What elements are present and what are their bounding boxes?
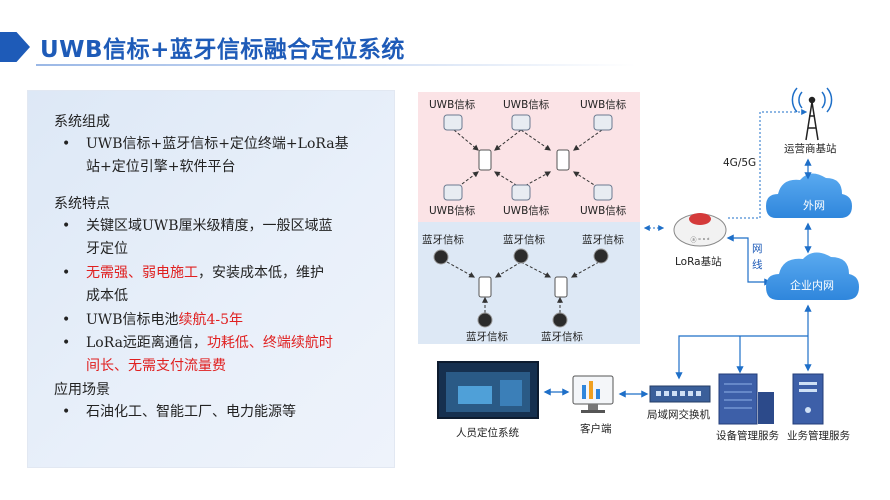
list-item-lora: • LoRa远距离通信，功耗低、终端续航时 间长、无需支付流量费 bbox=[62, 332, 333, 378]
bullet-icon: • bbox=[62, 218, 71, 234]
uwb-beacon-label: UWB信标 bbox=[429, 99, 476, 111]
title-bar: UWB信标+蓝牙信标融合定位系统 bbox=[0, 28, 890, 66]
section-system-features: 系统特点 bbox=[54, 196, 110, 212]
terminal-icons bbox=[478, 149, 570, 298]
list-item-text: UWB信标电池 bbox=[86, 312, 179, 328]
bullet-icon: • bbox=[62, 404, 71, 420]
bullet-icon: • bbox=[62, 312, 71, 328]
enterprise-network-cloud-icon bbox=[766, 252, 859, 300]
bullet-icon: • bbox=[62, 136, 71, 152]
uwb-beacon-label: UWB信标 bbox=[429, 205, 476, 217]
list-item-composition: • UWB信标+蓝牙信标+定位终端+LoRa基 站+定位引擎+软件平台 bbox=[62, 133, 349, 179]
uwb-beacon-label: UWB信标 bbox=[580, 99, 627, 111]
bullet-icon: • bbox=[62, 265, 71, 281]
uwb-zone bbox=[418, 92, 640, 222]
lan-switch-icon bbox=[649, 385, 711, 403]
uwb-beacon-icons bbox=[443, 114, 613, 201]
bullet-icon: • bbox=[62, 335, 71, 351]
device-management-label: 设备管理服务 bbox=[716, 429, 779, 442]
external-network-label: 外网 bbox=[803, 199, 825, 212]
list-item-battery: • UWB信标电池续航4-5年 bbox=[62, 309, 244, 332]
section-system-composition: 系统组成 bbox=[54, 114, 110, 130]
list-item-scenarios: • 石油化工、智能工厂、电力能源等 bbox=[62, 401, 296, 424]
client-computer-icon bbox=[572, 375, 614, 413]
uwb-beacon-label: UWB信标 bbox=[503, 205, 550, 217]
list-item-precision: • 关键区域UWB厘米级精度，一般区域蓝 牙定位 bbox=[62, 215, 333, 261]
list-item-installation: • 无需强、弱电施工，安装成本低，维护 成本低 bbox=[62, 262, 324, 308]
list-item-text: ，安装成本低，维护 bbox=[198, 265, 324, 281]
personnel-system-screen-icon bbox=[437, 361, 539, 419]
lora-carrier-link bbox=[728, 109, 808, 219]
title-underline bbox=[36, 64, 636, 66]
uwb-beacon-label: UWB信标 bbox=[503, 99, 550, 111]
carrier-tower-icon bbox=[791, 87, 833, 141]
list-item-text: 关键区域UWB厘米级精度，一般区域蓝 bbox=[86, 218, 333, 234]
uwb-beacon-label: UWB信标 bbox=[580, 205, 627, 217]
business-management-server-icon bbox=[792, 373, 824, 425]
ble-links bbox=[446, 261, 600, 313]
personnel-system-label: 人员定位系统 bbox=[456, 426, 519, 439]
list-item-text: 成本低 bbox=[86, 288, 128, 304]
section-application-scenarios: 应用场景 bbox=[54, 382, 110, 398]
lora-base-station-icon: ⓐ ᵒ ᵃ ᵈ bbox=[673, 213, 727, 247]
device-management-server-icon bbox=[718, 373, 774, 425]
list-item-text: 站+定位引擎+软件平台 bbox=[86, 159, 236, 175]
system-description-panel: 系统组成 • UWB信标+蓝牙信标+定位终端+LoRa基 站+定位引擎+软件平台… bbox=[27, 90, 395, 468]
list-item-text: 石油化工、智能工厂、电力能源等 bbox=[86, 404, 296, 420]
carrier-station-label: 运营商基站 bbox=[784, 142, 837, 155]
wired-label-1: 网 bbox=[752, 243, 763, 255]
client-label: 客户端 bbox=[580, 422, 612, 435]
enterprise-network-label: 企业内网 bbox=[790, 278, 834, 292]
ble-beacon-label: 蓝牙信标 bbox=[466, 331, 508, 343]
highlight-text: 间长、无需支付流量费 bbox=[86, 358, 226, 374]
list-item-text: UWB信标+蓝牙信标+定位终端+LoRa基 bbox=[86, 136, 349, 152]
business-management-label: 业务管理服务 bbox=[787, 429, 850, 442]
ble-beacon-label: 蓝牙信标 bbox=[541, 331, 583, 343]
lora-base-station-label: LoRa基站 bbox=[675, 255, 722, 268]
list-item-text: 牙定位 bbox=[86, 241, 128, 257]
external-network-cloud-icon bbox=[766, 173, 852, 218]
ble-beacon-label: 蓝牙信标 bbox=[582, 234, 624, 246]
ble-beacon-label: 蓝牙信标 bbox=[503, 234, 545, 246]
page-title: UWB信标+蓝牙信标融合定位系统 bbox=[40, 37, 405, 63]
ble-beacon-icons bbox=[433, 248, 609, 328]
ble-beacon-label: 蓝牙信标 bbox=[422, 234, 464, 246]
ble-zone bbox=[418, 222, 640, 344]
list-item-text: LoRa远距离通信， bbox=[86, 335, 207, 351]
network-4g5g-label: 4G/5G bbox=[723, 157, 756, 169]
highlight-text: 无需强、弱电施工 bbox=[86, 265, 198, 281]
lora-enterprise-link bbox=[726, 234, 772, 286]
enterprise-switch-link bbox=[675, 335, 808, 380]
wired-label-2: 线 bbox=[752, 258, 763, 271]
lan-switch-label: 局域网交换机 bbox=[647, 408, 710, 421]
highlight-text: 续航4-5年 bbox=[178, 312, 244, 328]
svg-text:ⓐ ᵒ ᵃ ᵈ: ⓐ ᵒ ᵃ ᵈ bbox=[691, 236, 711, 244]
highlight-text: 功耗低、终端续航时 bbox=[206, 335, 333, 351]
